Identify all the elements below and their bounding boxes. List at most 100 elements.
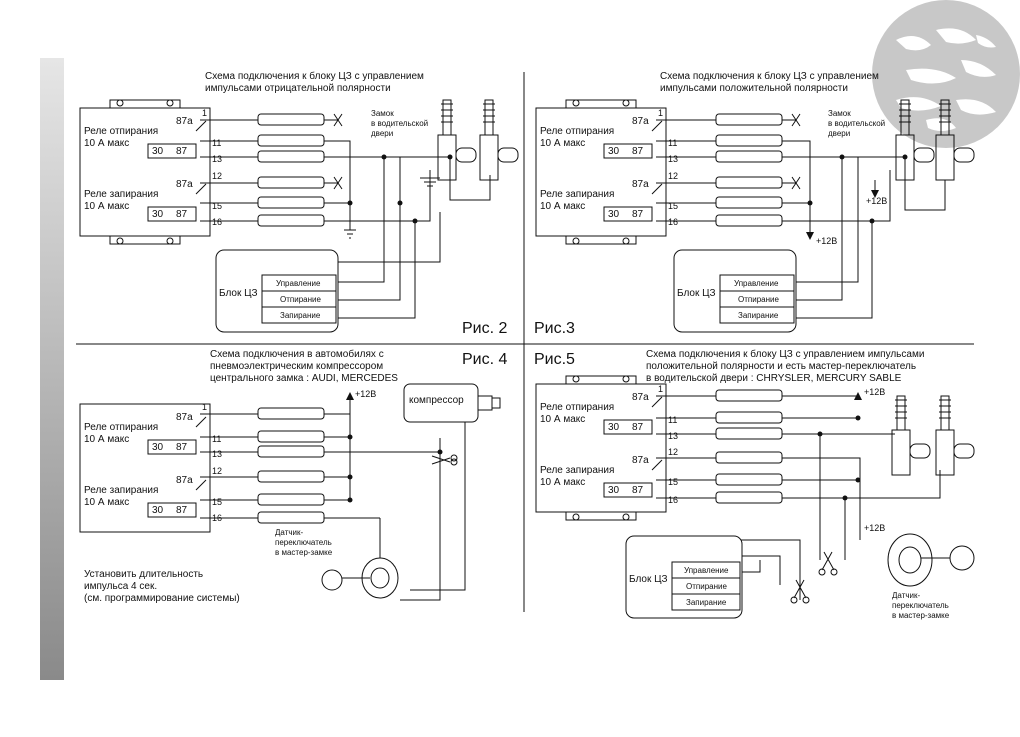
- svg-text:87: 87: [632, 485, 644, 496]
- svg-text:13: 13: [668, 431, 678, 441]
- fig2-unlock-relay-rating: 10 А макс: [84, 138, 129, 149]
- figure-4: Схема подключения в автомобилях с пневмо…: [79, 348, 508, 604]
- fig5-caption: Рис.5: [534, 351, 575, 368]
- svg-text:двери: двери: [828, 129, 850, 138]
- svg-text:Замок: Замок: [828, 109, 851, 118]
- svg-text:Отпирание: Отпирание: [686, 582, 727, 591]
- svg-text:Запирание: Запирание: [686, 598, 727, 607]
- svg-text:центрального замка : AUDI, MER: центрального замка : AUDI, MERCEDES: [210, 373, 398, 384]
- svg-text:15: 15: [668, 201, 678, 211]
- svg-text:переключатель: переключатель: [892, 601, 949, 610]
- svg-text:16: 16: [668, 495, 678, 505]
- fig4-plus12: +12В: [355, 389, 376, 399]
- svg-text:11: 11: [668, 138, 677, 148]
- fig3-title-line2: импульсами положительной полярности: [660, 83, 848, 94]
- svg-text:30: 30: [608, 422, 620, 433]
- fig5-key-cylinder-icon: [887, 533, 975, 587]
- svg-text:1: 1: [202, 108, 207, 118]
- svg-text:в водительской: в водительской: [828, 119, 885, 128]
- fig4-scissors-icon: [431, 454, 458, 466]
- svg-text:Реле запирания: Реле запирания: [540, 465, 614, 476]
- fig2-cz-label: Блок ЦЗ: [219, 288, 258, 299]
- figure-3: Схема подключения к блоку ЦЗ с управлени…: [534, 70, 975, 337]
- svg-text:импульса 4 сек.: импульса 4 сек.: [84, 581, 157, 592]
- svg-text:11: 11: [212, 138, 221, 148]
- svg-text:Реле запирания: Реле запирания: [84, 485, 158, 496]
- svg-text:30: 30: [152, 442, 164, 453]
- fig3-relay-box: Реле отпирания 10 А макс Реле запирания …: [535, 99, 667, 245]
- fig3-plus12-b: +12В: [866, 196, 887, 206]
- fig5-title: Схема подключения к блоку ЦЗ с управлени…: [646, 348, 924, 360]
- fig5-relay-box: Реле отпирания 10 А макс Реле запирания …: [535, 375, 667, 521]
- pin-30: 30: [152, 146, 164, 157]
- fig5-wires: [656, 389, 941, 600]
- svg-text:15: 15: [212, 497, 222, 507]
- fig4-wires: [200, 400, 466, 601]
- svg-text:87a: 87a: [632, 116, 649, 127]
- svg-text:15: 15: [668, 477, 678, 487]
- svg-text:1: 1: [658, 384, 663, 394]
- svg-text:12: 12: [668, 171, 678, 181]
- svg-text:переключатель: переключатель: [275, 538, 332, 547]
- fig3-plus12-a: +12В: [816, 236, 837, 246]
- svg-text:10 А макс: 10 А макс: [540, 477, 585, 488]
- fig5-cz-block: Блок ЦЗ Управление Отпирание Запирание: [625, 535, 743, 619]
- svg-text:87a: 87a: [632, 455, 649, 466]
- svg-text:Реле отпирания: Реле отпирания: [84, 422, 158, 433]
- fig2-title: Схема подключения к блоку ЦЗ с управлени…: [205, 70, 424, 82]
- svg-text:16: 16: [212, 217, 222, 227]
- svg-text:16: 16: [212, 513, 222, 523]
- compressor-label: компрессор: [409, 395, 464, 406]
- fig4-key-cylinder-icon: [321, 557, 399, 599]
- fig2-unlock-relay-label: Реле отпирания: [84, 126, 158, 137]
- svg-text:87: 87: [632, 146, 644, 157]
- svg-text:10 А макс: 10 А макс: [84, 434, 129, 445]
- fig3-title: Схема подключения к блоку ЦЗ с управлени…: [660, 70, 879, 82]
- svg-text:30: 30: [608, 146, 620, 157]
- svg-text:30: 30: [608, 209, 620, 220]
- svg-text:Управление: Управление: [734, 279, 779, 288]
- svg-text:Отпирание: Отпирание: [280, 295, 321, 304]
- svg-text:87: 87: [176, 209, 188, 220]
- fig5-door-actuators: [891, 395, 975, 476]
- svg-text:87a: 87a: [176, 179, 193, 190]
- svg-text:Запирание: Запирание: [280, 311, 321, 320]
- svg-text:12: 12: [668, 447, 678, 457]
- svg-text:10 А макс: 10 А макс: [540, 201, 585, 212]
- svg-text:12: 12: [212, 466, 222, 476]
- svg-text:30: 30: [152, 209, 164, 220]
- svg-text:87: 87: [176, 442, 188, 453]
- figure-2: Схема подключения к блоку ЦЗ с управлени…: [79, 70, 519, 337]
- svg-text:10 А макс: 10 А макс: [540, 138, 585, 149]
- svg-text:пневмоэлектрическим компрессор: пневмоэлектрическим компрессором: [210, 361, 383, 372]
- fig5-sensor-label: Датчик-: [892, 591, 920, 600]
- svg-text:87: 87: [176, 505, 188, 516]
- svg-text:13: 13: [668, 154, 678, 164]
- svg-text:10 А макс: 10 А макс: [540, 414, 585, 425]
- fig4-note: Установить длительность: [84, 569, 203, 580]
- svg-text:Управление: Управление: [276, 279, 321, 288]
- svg-text:87a: 87a: [632, 392, 649, 403]
- svg-text:в водительской: в водительской: [371, 119, 428, 128]
- fig2-door-actuators: [420, 99, 519, 187]
- fig2-cz-block: Блок ЦЗ Управление Отпирание Запирание: [215, 249, 339, 333]
- svg-text:в мастер-замке: в мастер-замке: [892, 611, 950, 620]
- svg-text:Блок ЦЗ: Блок ЦЗ: [677, 288, 716, 299]
- fig3-caption: Рис.3: [534, 320, 575, 337]
- svg-text:Блок ЦЗ: Блок ЦЗ: [629, 574, 668, 585]
- fig5-scissors-icon: [790, 551, 838, 604]
- svg-text:87a: 87a: [176, 475, 193, 486]
- fig3-wires: [656, 113, 946, 319]
- svg-text:1: 1: [658, 108, 663, 118]
- fig2-caption: Рис. 2: [462, 320, 508, 337]
- svg-text:в мастер-замке: в мастер-замке: [275, 548, 333, 557]
- fig4-sensor-label: Датчик-: [275, 528, 303, 537]
- fig2-lock-relay-label: Реле запирания: [84, 189, 158, 200]
- svg-text:15: 15: [212, 201, 222, 211]
- svg-text:30: 30: [608, 485, 620, 496]
- svg-text:87: 87: [632, 209, 644, 220]
- svg-text:30: 30: [152, 505, 164, 516]
- fig4-caption: Рис. 4: [462, 351, 508, 368]
- svg-text:1: 1: [202, 402, 207, 412]
